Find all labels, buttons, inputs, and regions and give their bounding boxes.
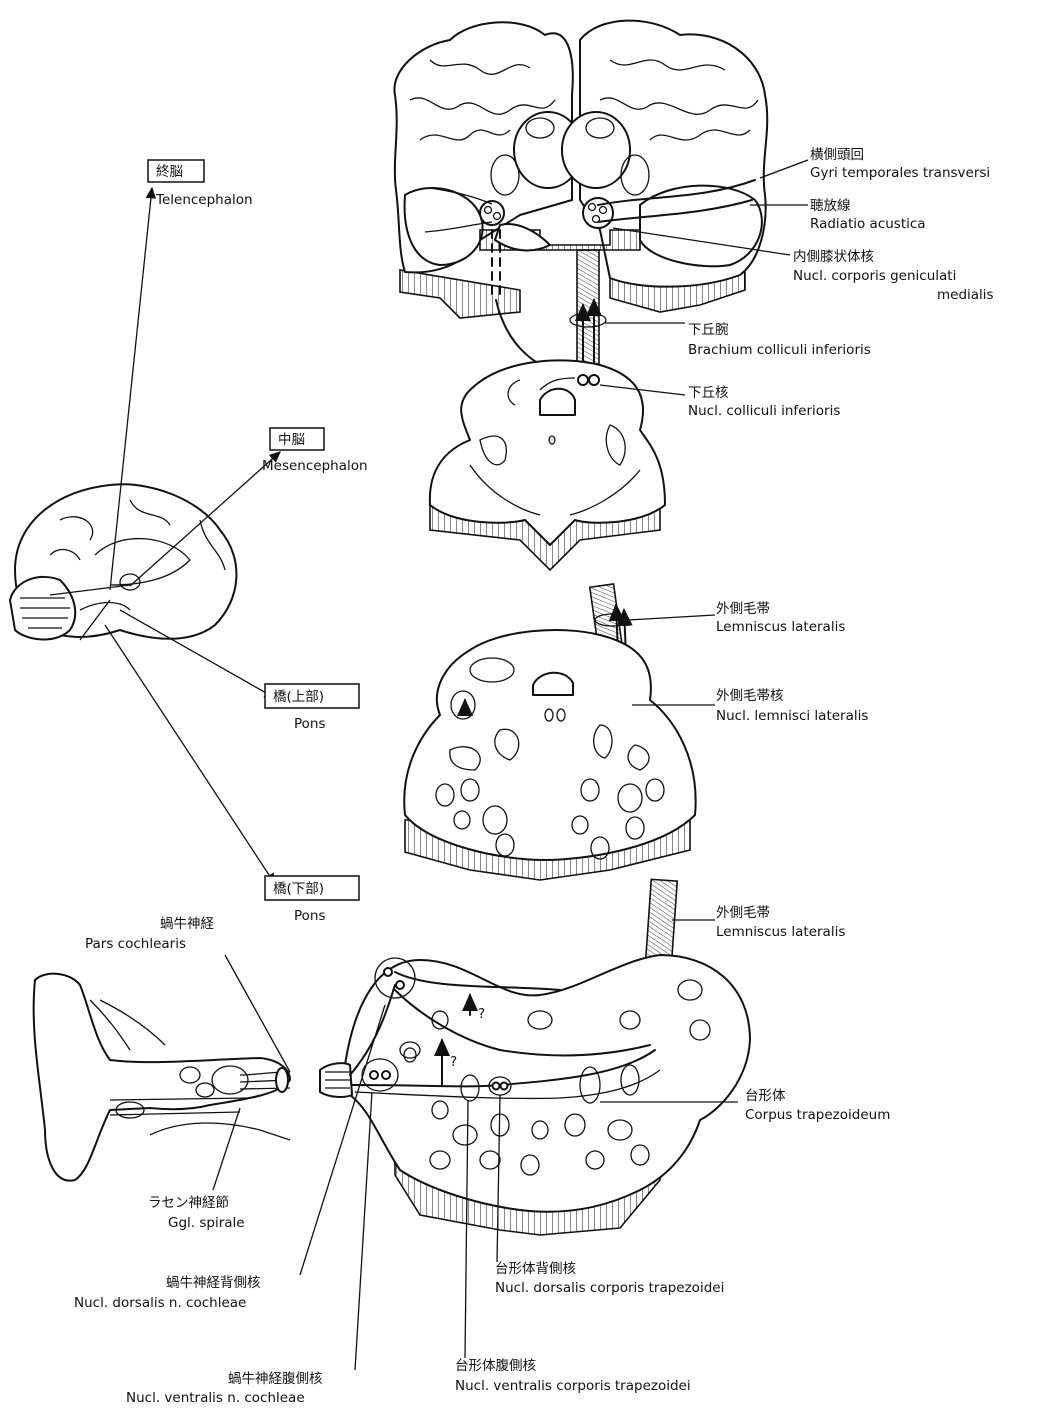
- spirale-latin: Ggl. spirale: [168, 1215, 245, 1231]
- brachium-jp: 下丘腕: [688, 322, 729, 338]
- brachium-latin: Brachium colliculi inferioris: [688, 342, 871, 358]
- label-pars: 蝸牛神経 Pars cochlearis: [85, 916, 214, 952]
- geniculati-jp: 内側膝状体核: [793, 249, 874, 265]
- colliculi-latin: Nucl. colliculi inferioris: [688, 403, 840, 419]
- label-lemniscus-2: 外側毛帯 Lemniscus lateralis: [716, 905, 845, 940]
- label-mesencephalon: 中脳 Mesencephalon: [262, 428, 368, 474]
- ear-section: [34, 974, 290, 1181]
- lemniscus1-jp: 外側毛帯: [716, 601, 770, 617]
- lemniscus2-jp: 外側毛帯: [716, 905, 770, 921]
- pars-latin: Pars cochlearis: [85, 936, 186, 952]
- dorsal-trap-latin: Nucl. dorsalis corporis trapezoidei: [495, 1280, 724, 1296]
- label-brachium: 下丘腕 Brachium colliculi inferioris: [688, 322, 871, 358]
- trapezoid-latin: Corpus trapezoideum: [745, 1107, 890, 1123]
- label-gyri: 横側頭回 Gyri temporales transversi: [810, 147, 990, 181]
- label-lemnisci-nucl: 外側毛帯核 Nucl. lemnisci lateralis: [716, 688, 868, 724]
- label-trapezoid: 台形体 Corpus trapezoideum: [745, 1088, 890, 1123]
- lemniscus2-latin: Lemniscus lateralis: [716, 924, 845, 940]
- ventral-trap-jp: 台形体腹側核: [455, 1357, 536, 1374]
- lemnisci-nucl-latin: Nucl. lemnisci lateralis: [716, 708, 868, 724]
- pars-jp: 蝸牛神経: [160, 916, 214, 932]
- pons-upper-latin: Pons: [294, 716, 326, 732]
- mesencephalon-latin: Mesencephalon: [262, 458, 368, 474]
- dorsal-coch-latin: Nucl. dorsalis n. cochleae: [74, 1295, 246, 1311]
- geniculati-latin2: medialis: [937, 287, 994, 303]
- question-mark-1: ?: [450, 1054, 457, 1070]
- telencephalon-jp: 終脳: [156, 164, 183, 180]
- sagittal-brain: [10, 484, 236, 640]
- pons-lower-section: ? ?: [320, 955, 750, 1235]
- label-ventral-coch: 蝸牛神経腹側核 Nucl. ventralis n. cochleae: [126, 1370, 323, 1406]
- pons-upper-jp: 橋(上部): [273, 689, 324, 705]
- label-geniculati: 内側膝状体核 Nucl. corporis geniculati mediali…: [793, 249, 994, 303]
- label-ventral-trap: 台形体腹側核 Nucl. ventralis corporis trapezoi…: [455, 1357, 691, 1394]
- label-telencephalon: 終脳 Telencephalon: [148, 160, 253, 208]
- ventral-coch-latin: Nucl. ventralis n. cochleae: [126, 1390, 305, 1406]
- radiatio-jp: 聴放線: [810, 198, 851, 214]
- label-lemniscus-1: 外側毛帯 Lemniscus lateralis: [716, 601, 845, 635]
- mesencephalon-jp: 中脳: [278, 432, 305, 448]
- question-mark-2: ?: [478, 1006, 485, 1022]
- radiatio-latin: Radiatio acustica: [810, 216, 926, 232]
- ventral-coch-jp: 蝸牛神経腹側核: [228, 1370, 323, 1387]
- colliculi-jp: 下丘核: [688, 385, 729, 401]
- ventral-trap-latin: Nucl. ventralis corporis trapezoidei: [455, 1378, 691, 1394]
- geniculati-latin1: Nucl. corporis geniculati: [793, 268, 956, 284]
- label-dorsal-coch: 蝸牛神経背側核 Nucl. dorsalis n. cochleae: [74, 1275, 261, 1311]
- lemnisci-nucl-jp: 外側毛帯核: [716, 688, 784, 704]
- mesencephalon-section: [430, 360, 665, 570]
- gyri-jp: 横側頭回: [810, 147, 864, 163]
- telencephalon-latin: Telencephalon: [155, 192, 253, 208]
- label-dorsal-trap: 台形体背側核 Nucl. dorsalis corporis trapezoid…: [495, 1261, 724, 1296]
- label-colliculi: 下丘核 Nucl. colliculi inferioris: [688, 385, 840, 419]
- dorsal-trap-jp: 台形体背側核: [495, 1261, 576, 1277]
- dorsal-coch-jp: 蝸牛神経背側核: [166, 1275, 261, 1291]
- label-radiatio: 聴放線 Radiatio acustica: [810, 198, 926, 232]
- gyri-latin: Gyri temporales transversi: [810, 165, 990, 181]
- pons-lower-jp: 橋(下部): [273, 881, 324, 897]
- trapezoid-jp: 台形体: [745, 1088, 786, 1104]
- pons-upper-section: [404, 630, 695, 880]
- label-spirale: ラセン神経節 Ggl. spirale: [148, 1195, 245, 1231]
- spirale-jp: ラセン神経節: [148, 1195, 229, 1211]
- lemniscus1-latin: Lemniscus lateralis: [716, 619, 845, 635]
- label-pons-lower: 橋(下部) Pons: [265, 876, 359, 924]
- pons-lower-latin: Pons: [294, 908, 326, 924]
- label-pons-upper: 橋(上部) Pons: [265, 684, 359, 732]
